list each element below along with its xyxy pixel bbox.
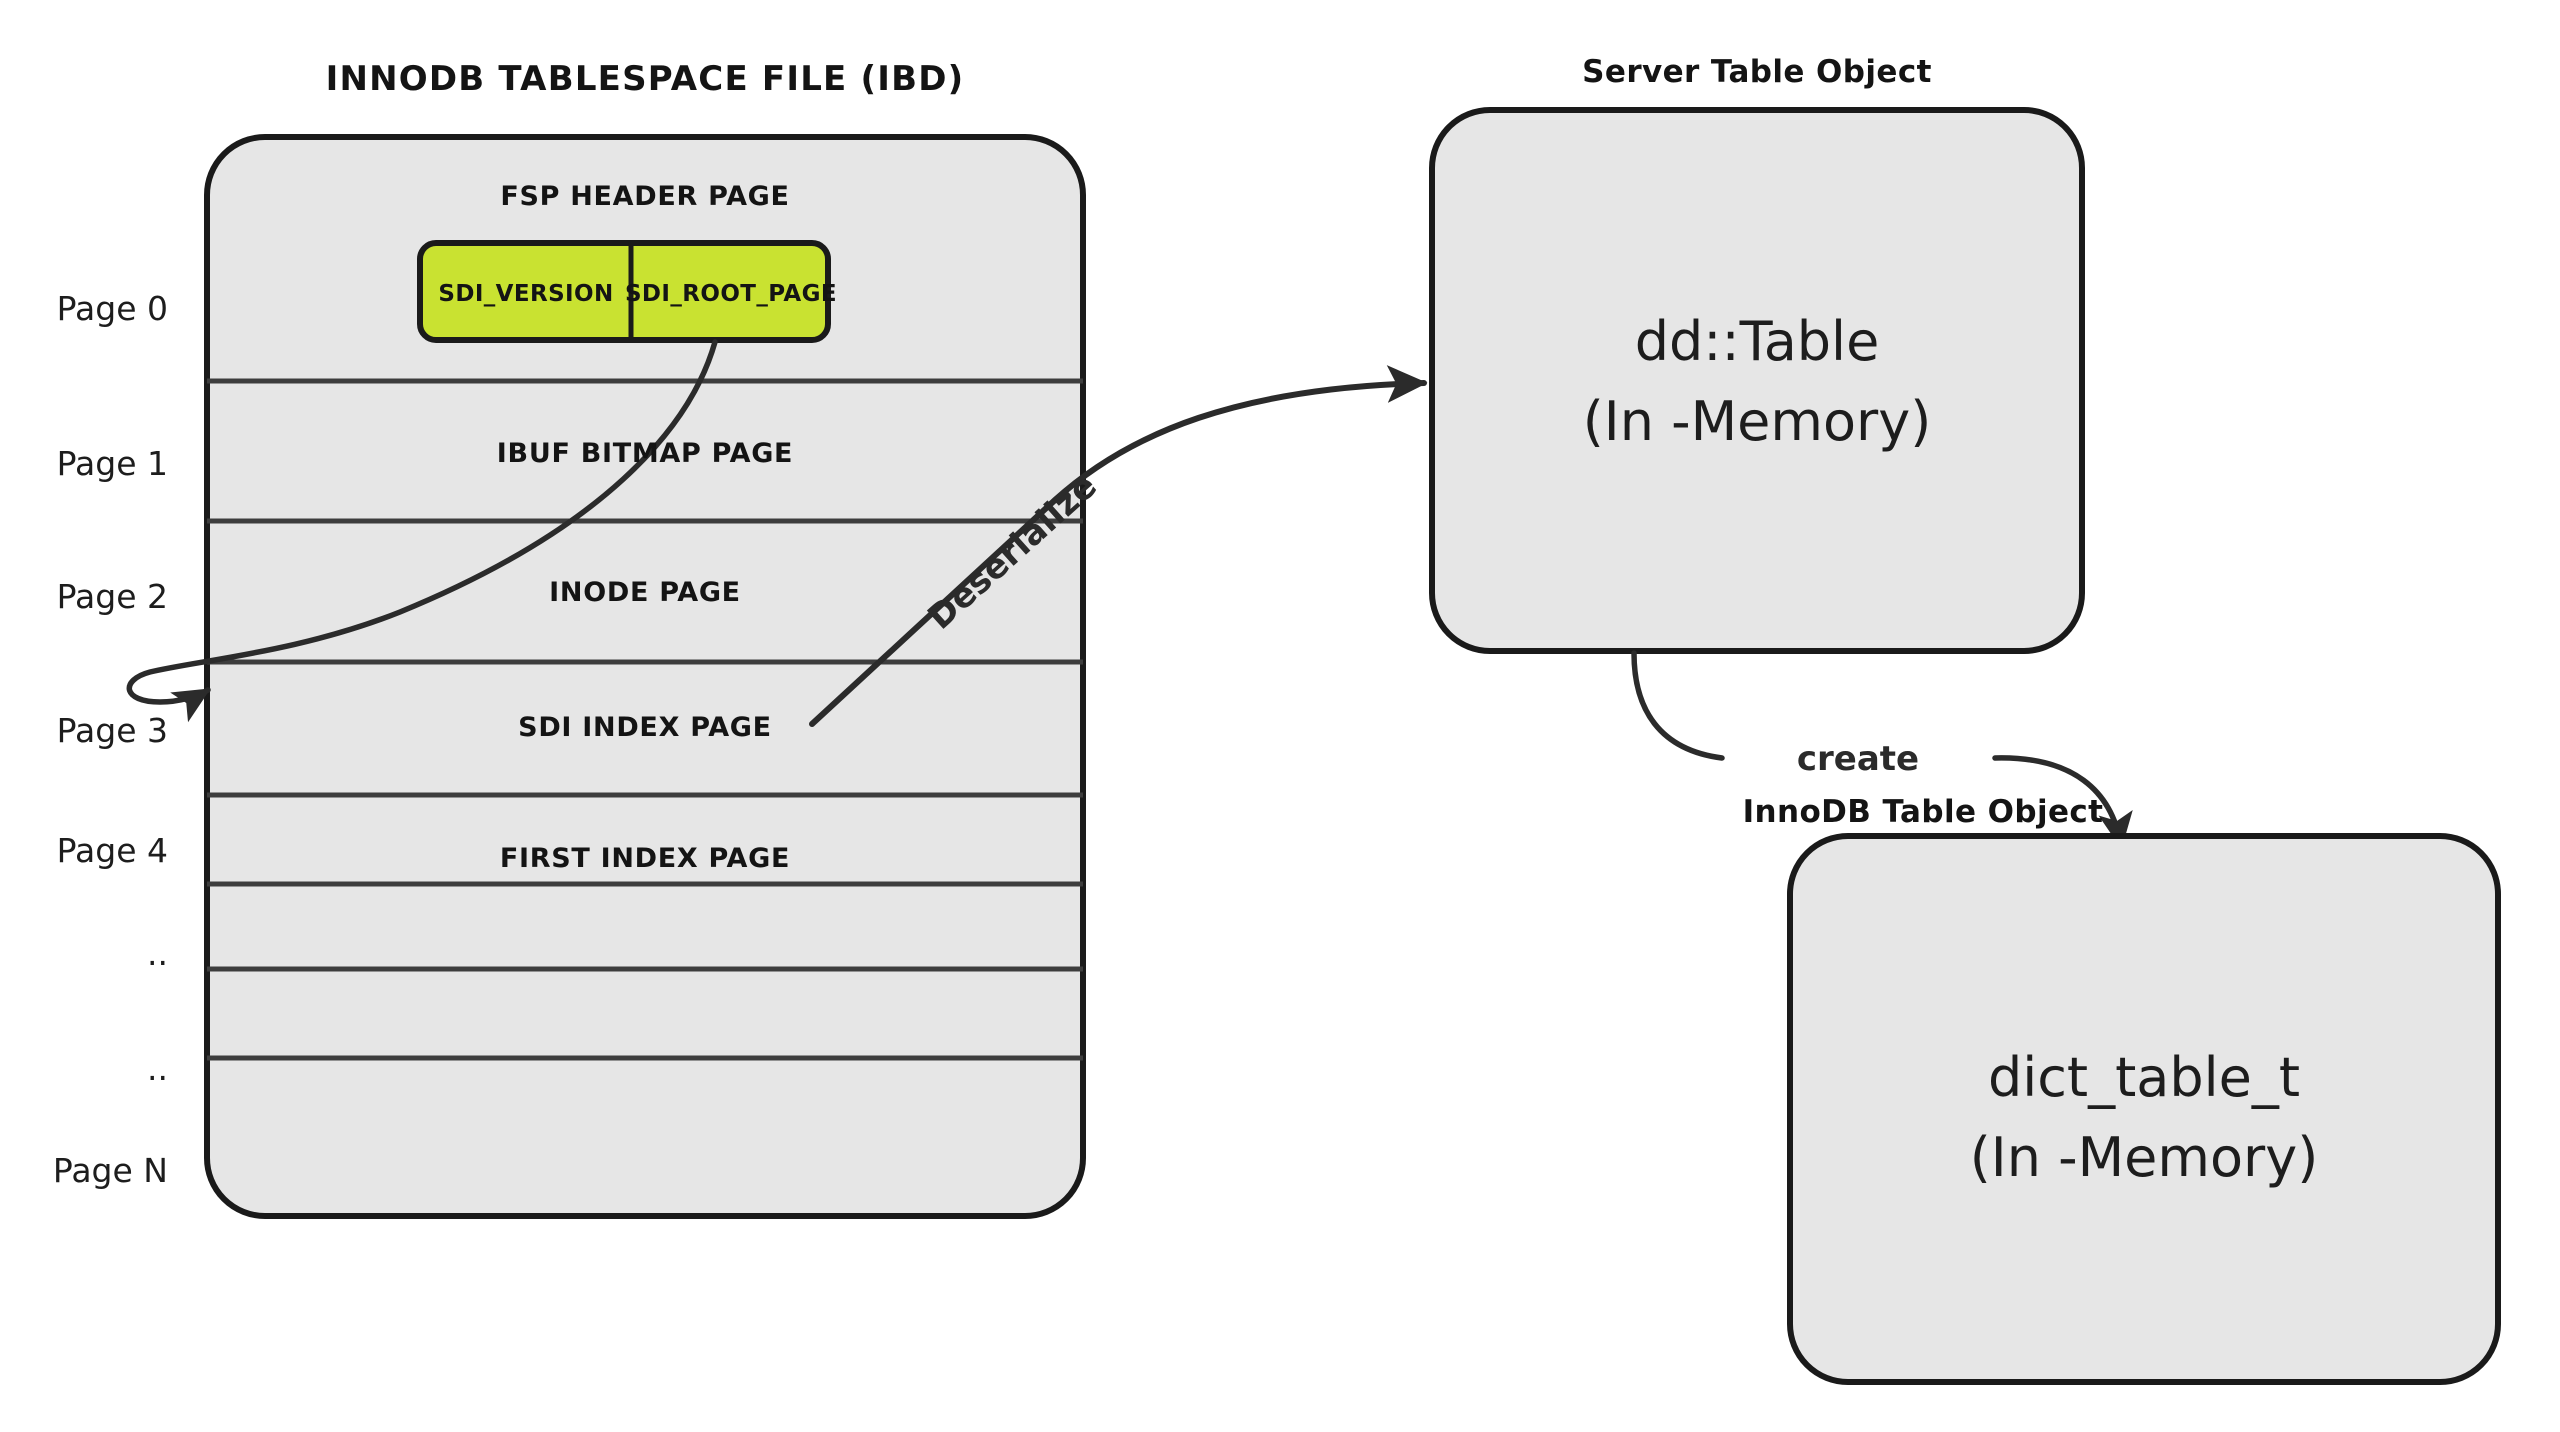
row-label-ibuf-bitmap-page: IBUF BITMAP PAGE [497, 438, 793, 469]
create-arrow [1631, 650, 2133, 850]
deserialize-arrow [809, 365, 1428, 727]
row-label-fsp-header-page: FSP HEADER PAGE [500, 181, 789, 212]
server-table-object-subtitle: (In -Memory) [1583, 390, 1932, 453]
row-label-first-index-page: FIRST INDEX PAGE [500, 843, 790, 874]
page-label-0: Page 0 [57, 289, 168, 328]
innodb-table-object-title: InnoDB Table Object [1743, 794, 2104, 830]
fsp-sdi-fields-group [417, 240, 831, 343]
page-label-ellipsis-1: .. [147, 934, 168, 973]
page-label-2: Page 2 [57, 577, 168, 616]
tablespace-title: INNODB TABLESPACE FILE (IBD) [326, 59, 965, 99]
sdi-version-label: SDI_VERSION [438, 281, 613, 307]
page-label-4: Page 4 [57, 831, 168, 870]
server-table-object-title: Server Table Object [1582, 54, 1932, 90]
innodb-table-object-subtitle: (In -Memory) [1970, 1126, 2319, 1189]
sdi-root-page-label: SDI_ROOT_PAGE [625, 281, 837, 307]
page-label-1: Page 1 [57, 444, 168, 483]
page-label-ellipsis-2: .. [147, 1049, 168, 1088]
innodb-table-object-name: dict_table_t [1988, 1046, 2300, 1109]
innodb-table-object-box [1787, 833, 2501, 1385]
create-edge-label: create [1797, 739, 1919, 779]
row-label-sdi-index-page: SDI INDEX PAGE [518, 712, 772, 743]
page-label-3: Page 3 [57, 711, 168, 750]
server-table-object-box [1429, 107, 2085, 654]
server-table-object-name: dd::Table [1635, 310, 1880, 373]
tablespace-container [204, 134, 1086, 1219]
page-label-n: Page N [53, 1151, 168, 1190]
row-label-inode-page: INODE PAGE [549, 577, 741, 608]
page-dividers [207, 378, 1083, 1061]
sdi-root-page-to-page3-arrow [126, 339, 718, 723]
